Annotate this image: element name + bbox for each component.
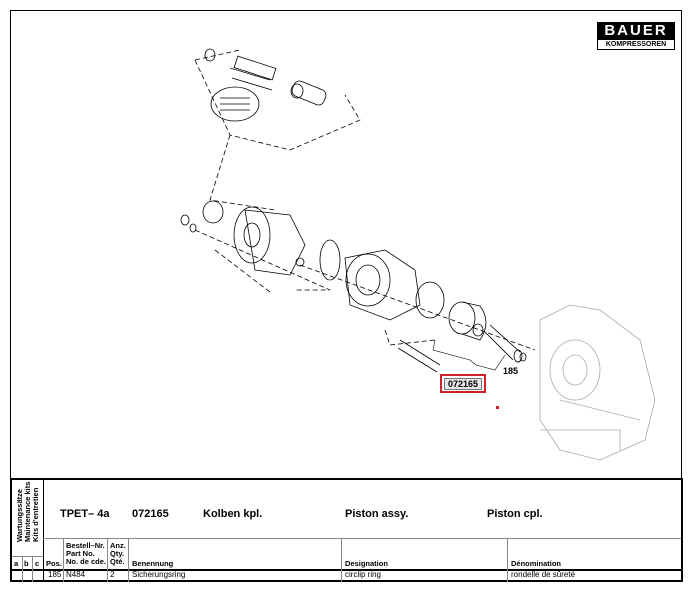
col-part-no-en: Part No. bbox=[66, 549, 95, 558]
row-de: Sicherungsring bbox=[132, 570, 186, 579]
kit-side-labels: Wartungssätze Maintenance kits Kits d'en… bbox=[13, 482, 43, 544]
cylinder-head bbox=[180, 200, 331, 293]
col-a: a bbox=[14, 559, 19, 568]
row-part-no: N484 bbox=[66, 570, 86, 579]
kit-name-fr: Piston cpl. bbox=[487, 508, 543, 520]
col-qty: Anz. Qty. Qté. bbox=[110, 542, 126, 566]
col-qty-en: Qty. bbox=[110, 549, 125, 558]
kit-name-de: Kolben kpl. bbox=[203, 508, 263, 520]
valve-assembly bbox=[194, 48, 361, 211]
row-pos: 185 bbox=[48, 570, 62, 579]
col-designation: Designation bbox=[345, 559, 388, 568]
row-qty: 2 bbox=[110, 570, 115, 579]
compressor-block bbox=[539, 304, 656, 461]
bauer-logo: BAUER KOMPRESSOREN bbox=[597, 22, 675, 50]
kit-part-no: 072165 bbox=[132, 508, 169, 520]
col-c: c bbox=[35, 559, 40, 568]
logo-subtitle: KOMPRESSOREN bbox=[597, 39, 675, 50]
kit-name-en: Piston assy. bbox=[345, 508, 409, 520]
col-b: b bbox=[24, 559, 29, 568]
red-marker bbox=[496, 406, 499, 409]
row-en: circlip ring bbox=[345, 570, 382, 579]
cylinder bbox=[299, 239, 536, 351]
col-benennung: Benennung bbox=[132, 559, 174, 568]
col-pos: Pos. bbox=[46, 559, 62, 568]
logo-brand: BAUER bbox=[597, 22, 675, 39]
position-label: 185 bbox=[503, 366, 519, 376]
parts-table: Wartungssätze Maintenance kits Kits d'en… bbox=[10, 478, 683, 582]
col-part-no-fr: No. de cde. bbox=[66, 557, 107, 566]
col-qty-fr: Qté. bbox=[110, 557, 125, 566]
kit-part-number: 072165 bbox=[443, 377, 483, 390]
piston bbox=[397, 301, 527, 373]
col-qty-de: Anz. bbox=[110, 541, 126, 550]
row-fr: rondelle de sûreté bbox=[511, 570, 576, 579]
kit-part-label[interactable]: 072165 bbox=[440, 374, 486, 393]
col-part-no: Bestell–Nr. Part No. No. de cde. bbox=[66, 542, 106, 566]
kit-model: TPET– 4a bbox=[60, 508, 110, 520]
side-label-fr: Kits d'entretien bbox=[31, 487, 40, 542]
col-part-no-de: Bestell–Nr. bbox=[66, 541, 105, 550]
col-denomination: Dénomination bbox=[511, 559, 561, 568]
exploded-parts-drawing bbox=[180, 48, 656, 461]
